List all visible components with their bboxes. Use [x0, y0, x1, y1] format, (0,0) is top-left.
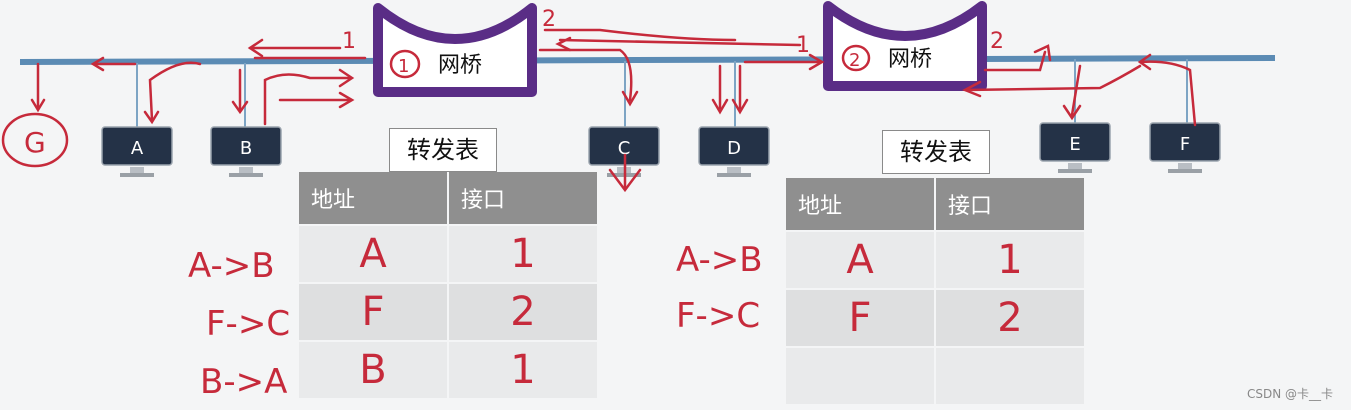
- monitor-icon: [1039, 122, 1111, 162]
- table-row: A 1: [299, 226, 597, 282]
- host-g-label: G: [24, 126, 46, 159]
- monitor-icon: [101, 126, 173, 166]
- table-2-cell-port: 2: [936, 290, 1084, 346]
- table-row: [786, 348, 1084, 404]
- table-1-cell-port: 2: [449, 284, 597, 340]
- table-2-note-1: A->B: [676, 240, 763, 280]
- watermark: CSDN @卡__卡: [1246, 387, 1333, 401]
- table-1-title: 转发表: [389, 128, 497, 172]
- bridge-2-port-2-mark: 2: [990, 29, 1004, 54]
- table-2-cell-port: 1: [936, 232, 1084, 288]
- host-label: A: [131, 138, 144, 159]
- table-2-cell-port: [936, 348, 1084, 404]
- monitor-icon: [698, 126, 770, 166]
- table-1-note-2: F->C: [206, 304, 291, 344]
- forwarding-table-2: 地址 接口 A 1 F 2: [784, 176, 1086, 406]
- lan-bus: [19, 55, 1276, 65]
- table-2-cell-address: [786, 348, 934, 404]
- bridge-1-id-mark: 1: [398, 56, 409, 77]
- table-row: B 1: [299, 342, 597, 398]
- host-b: B: [210, 126, 282, 177]
- monitor-icon: [210, 126, 282, 166]
- table-2-title: 转发表: [882, 130, 990, 174]
- host-label: E: [1069, 134, 1080, 155]
- table-row: F 2: [299, 284, 597, 340]
- table-1-note-3: B->A: [200, 362, 288, 402]
- bridge-2-port-1-mark: 1: [796, 33, 810, 58]
- table-2-cell-address: F: [786, 290, 934, 346]
- host-label: D: [727, 138, 741, 159]
- host-label: F: [1180, 134, 1190, 155]
- table-2-header-port: 接口: [936, 178, 1084, 230]
- table-2-note-2: F->C: [676, 296, 761, 336]
- host-label: B: [240, 138, 252, 159]
- table-1-note-1: A->B: [188, 246, 275, 286]
- table-1-cell-port: 1: [449, 226, 597, 282]
- monitor-icon: [1149, 122, 1221, 162]
- host-d: D: [698, 126, 770, 177]
- table-row: F 2: [786, 290, 1084, 346]
- table-2-cell-address: A: [786, 232, 934, 288]
- table-row: A 1: [786, 232, 1084, 288]
- table-1-header-address: 地址: [299, 172, 447, 224]
- bridge-1-label: 网桥: [438, 53, 482, 78]
- bridge-1-port-1-mark: 1: [342, 29, 356, 54]
- forwarding-table-1: 地址 接口 A 1 F 2 B 1: [297, 170, 599, 400]
- table-1-cell-port: 1: [449, 342, 597, 398]
- table-1-cell-address: F: [299, 284, 447, 340]
- table-2-header-address: 地址: [786, 178, 934, 230]
- table-1-header-port: 接口: [449, 172, 597, 224]
- table-1-cell-address: A: [299, 226, 447, 282]
- handwritten-arrows: [1, 28, 1197, 193]
- bridge-2-label: 网桥: [888, 47, 932, 72]
- host-e: E: [1039, 122, 1111, 173]
- handwritten-labels: 1 2 1 1 2 2 G: [24, 7, 1004, 159]
- host-a: A: [101, 126, 173, 177]
- host-f: F: [1149, 122, 1221, 173]
- host-label: C: [618, 138, 631, 159]
- table-1-cell-address: B: [299, 342, 447, 398]
- bridge-2-id-mark: 2: [849, 50, 860, 71]
- bridge-1-port-2-mark: 2: [542, 7, 556, 32]
- bridge-1: 网桥: [373, 3, 537, 97]
